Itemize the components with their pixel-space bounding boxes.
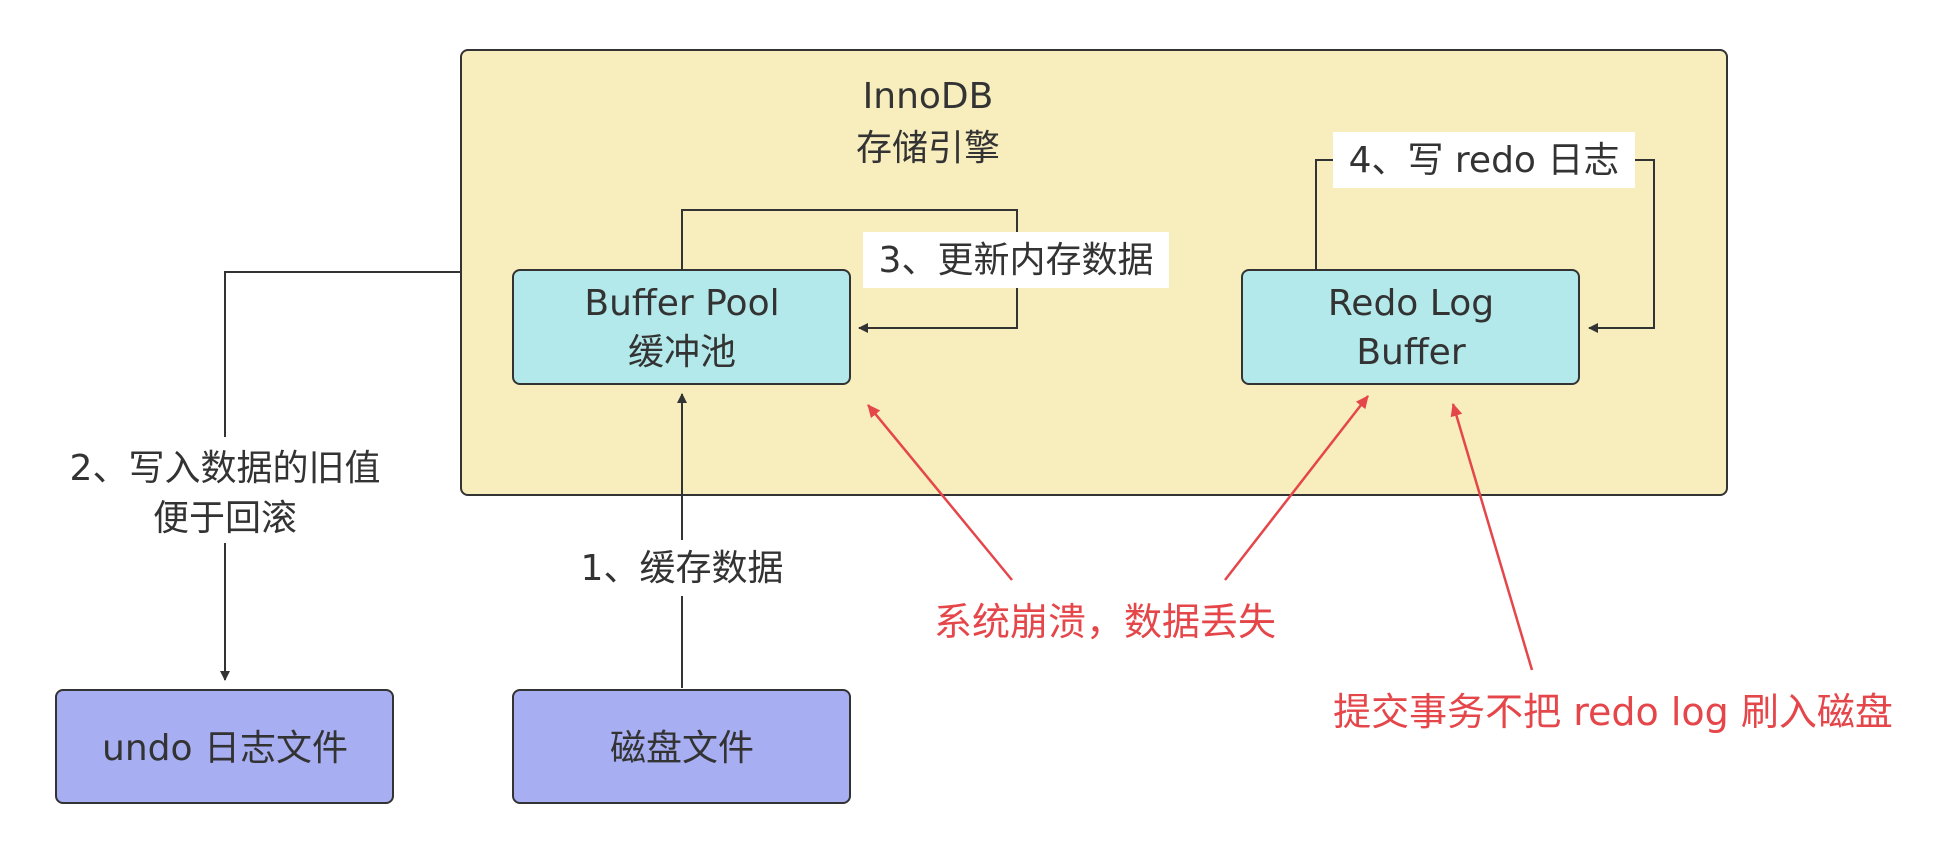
edge-write-redo: [1315, 159, 1655, 333]
edge-write-redo-label-bg: [1333, 132, 1635, 188]
redo-log-buffer-node: [1241, 269, 1580, 385]
disk-file-label: 磁盘文件: [610, 728, 754, 769]
edge-write-old-value-label-bg: [45, 437, 405, 543]
edge-update-memory: [681, 209, 1018, 333]
edge-cache-data-label-bg: [567, 540, 797, 596]
commit-annotation: 提交事务不把 redo log 刷入磁盘: [1333, 690, 1893, 734]
edge-write-old-value-label-line2: 便于回滚: [153, 498, 297, 539]
edge-update-memory-label: 3、更新内存数据: [879, 240, 1154, 281]
undo-file-node: [55, 689, 394, 804]
edge-cache-data-label: 1、缓存数据: [581, 548, 784, 589]
disk-file-node: [512, 689, 851, 804]
crash-arrow-redo-buffer: [1224, 395, 1369, 581]
edge-write-old-value: [220, 271, 461, 681]
redo-log-buffer-label-line1: Redo Log: [1328, 283, 1494, 324]
edge-update-memory-label-bg: [863, 232, 1169, 288]
container-title-line2: 存储引擎: [856, 128, 1000, 169]
undo-file-label: undo 日志文件: [102, 728, 348, 769]
buffer-pool-node: [512, 269, 851, 385]
buffer-pool-label-line1: Buffer Pool: [584, 283, 779, 324]
buffer-pool-label-line2: 缓冲池: [628, 332, 736, 373]
container-title-line1: InnoDB: [863, 76, 994, 117]
commit-arrow-redo-buffer: [1450, 403, 1534, 671]
crash-arrow-buffer-pool: [867, 404, 1013, 581]
edge-write-redo-label: 4、写 redo 日志: [1349, 140, 1620, 181]
crash-annotation: 系统崩溃，数据丢失: [934, 600, 1276, 644]
edge-write-old-value-label-line1: 2、写入数据的旧值: [70, 448, 381, 489]
redo-log-buffer-label-line2: Buffer: [1356, 332, 1465, 373]
